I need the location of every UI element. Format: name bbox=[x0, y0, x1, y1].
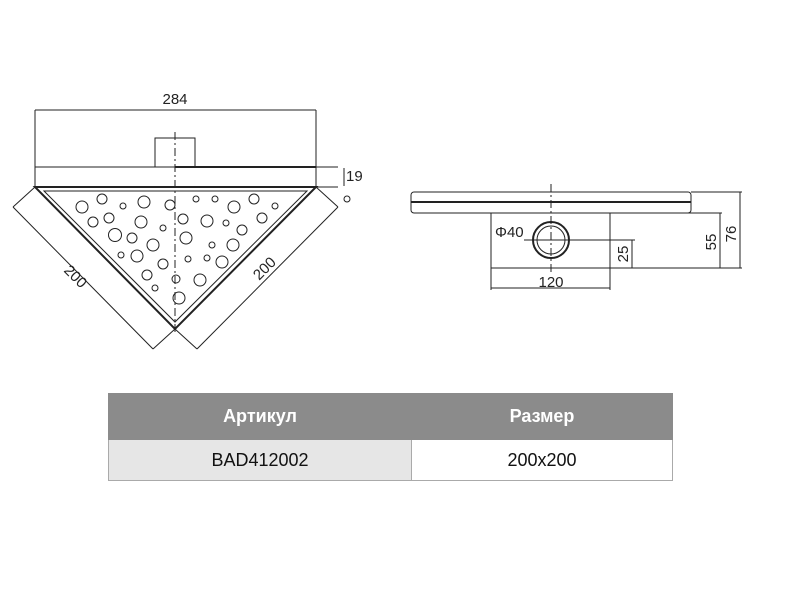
drain-hole bbox=[87, 216, 99, 228]
drain-hole bbox=[172, 291, 186, 305]
drain-hole bbox=[226, 238, 240, 252]
drain-hole bbox=[117, 251, 125, 259]
drain-hole bbox=[151, 284, 159, 292]
drain-hole bbox=[141, 269, 153, 281]
drain-hole bbox=[119, 202, 127, 210]
drain-hole bbox=[96, 193, 108, 205]
dim-200-right: 200 bbox=[250, 254, 280, 284]
dim-55: 55 bbox=[703, 234, 720, 251]
dim-284: 284 bbox=[162, 91, 187, 108]
drain-hole bbox=[130, 249, 144, 263]
drain-hole bbox=[211, 195, 219, 203]
drain-hole bbox=[200, 214, 214, 228]
drain-hole bbox=[179, 231, 193, 245]
drain-hole bbox=[208, 241, 216, 249]
drain-hole bbox=[222, 219, 230, 227]
drain-hole bbox=[146, 238, 160, 252]
drain-hole bbox=[184, 255, 192, 263]
drain-hole bbox=[215, 255, 229, 269]
dim-25: 25 bbox=[615, 246, 632, 263]
drain-hole bbox=[75, 200, 89, 214]
drain-hole bbox=[227, 200, 241, 214]
drain-hole bbox=[171, 274, 181, 284]
drain-hole bbox=[134, 215, 148, 229]
dim-76: 76 bbox=[723, 226, 740, 243]
drain-hole bbox=[177, 213, 189, 225]
dim-200-left: 200 bbox=[60, 262, 90, 292]
drain-hole bbox=[343, 195, 351, 203]
drain-hole bbox=[203, 254, 211, 262]
drain-hole bbox=[103, 212, 115, 224]
header-article: Артикул bbox=[108, 393, 412, 440]
table-row: BAD412002 200x200 bbox=[108, 439, 673, 481]
dim-phi40: Φ40 bbox=[495, 224, 524, 241]
header-size: Размер bbox=[411, 393, 673, 440]
drain-hole bbox=[159, 224, 167, 232]
cell-article: BAD412002 bbox=[108, 439, 412, 481]
drain-hole bbox=[137, 195, 151, 209]
cell-size: 200x200 bbox=[411, 439, 673, 481]
drain-holes bbox=[75, 193, 351, 305]
dim-120: 120 bbox=[538, 274, 563, 291]
drain-hole bbox=[108, 228, 122, 242]
table-header-row: Артикул Размер bbox=[108, 393, 673, 440]
drain-hole bbox=[271, 202, 279, 210]
drain-hole bbox=[126, 232, 138, 244]
drain-hole bbox=[193, 273, 207, 287]
dim-19: 19 bbox=[346, 168, 363, 185]
drain-hole bbox=[157, 258, 169, 270]
drain-hole bbox=[236, 224, 248, 236]
drain-hole bbox=[192, 195, 200, 203]
top-view: 284 19 200 200 bbox=[12, 91, 363, 350]
spec-table: Артикул Размер BAD412002 200x200 bbox=[108, 393, 673, 481]
drain-hole bbox=[256, 212, 268, 224]
drain-hole bbox=[248, 193, 260, 205]
drain-hole bbox=[164, 199, 176, 211]
side-view: 25 Φ40 120 55 76 bbox=[410, 184, 742, 291]
